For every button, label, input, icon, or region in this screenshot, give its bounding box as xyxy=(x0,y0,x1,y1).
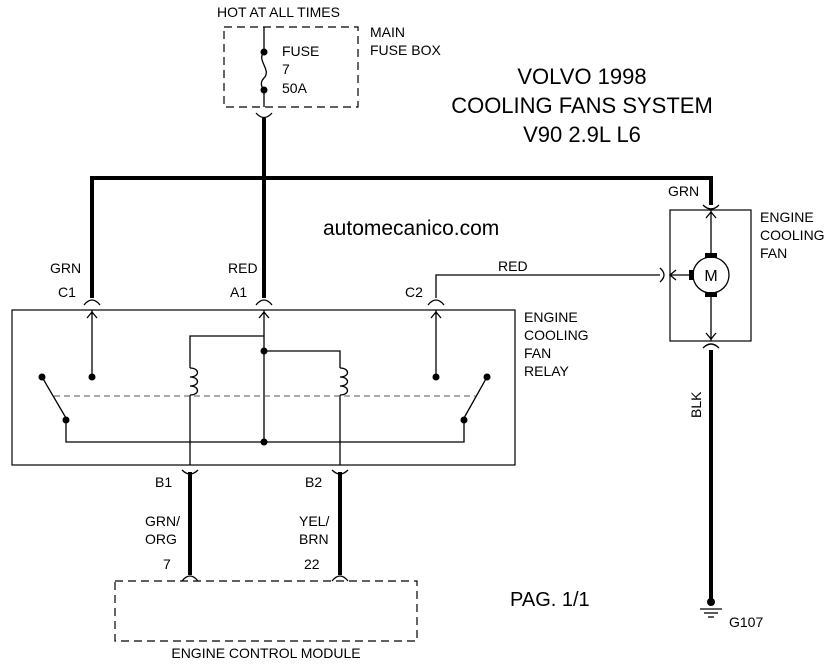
relay-pin-c2: C2 xyxy=(405,284,423,300)
ecm-pin-7: 7 xyxy=(163,556,171,572)
ecm-connector-22 xyxy=(331,575,349,582)
wire-label-b1-line2: ORG xyxy=(145,531,177,547)
title-line3: V90 2.9L L6 xyxy=(523,122,641,147)
fan-label-line1: ENGINE xyxy=(760,209,814,225)
wire-label-grn-c1: GRN xyxy=(50,260,81,276)
fuse-label: FUSE xyxy=(282,43,319,59)
ecm-label: ENGINE CONTROL MODULE xyxy=(171,645,360,661)
fan-internal xyxy=(659,204,720,349)
main-fuse-box-label-line1: MAIN xyxy=(370,24,405,40)
relay-pin-a1: A1 xyxy=(230,284,247,300)
wire-label-b2-line2: BRN xyxy=(299,531,329,547)
watermark-text: automecanico.com xyxy=(323,217,499,240)
wire-red-fuse-to-a1 xyxy=(255,112,273,298)
relay-label-line4: RELAY xyxy=(524,363,570,379)
wire-red-c2-to-fan xyxy=(435,274,660,298)
page-label: PAG. 1/1 xyxy=(510,589,590,611)
relay-label-line2: COOLING xyxy=(524,327,589,343)
ecm-connector-7 xyxy=(181,575,199,582)
relay-pin-c1: C1 xyxy=(58,284,76,300)
relay-connector-b1 xyxy=(181,469,199,475)
fan-motor-m: M xyxy=(704,268,717,285)
wire-label-b1-line1: GRN/ xyxy=(145,513,180,529)
wire-label-b2-line1: YEL/ xyxy=(299,513,329,529)
fuse-7-symbol xyxy=(260,27,268,107)
wire-label-red-a1: RED xyxy=(228,260,258,276)
relay-pin-b1: B1 xyxy=(155,474,172,490)
main-fuse-box-label-line2: FUSE BOX xyxy=(370,42,441,58)
relay-pin-b2: B2 xyxy=(305,474,322,490)
relay-connector-c2 xyxy=(427,299,445,306)
engine-control-module xyxy=(114,580,418,642)
ground-id: G107 xyxy=(729,614,763,630)
fan-label-line3: FAN xyxy=(760,245,787,261)
title-line1: VOLVO 1998 xyxy=(517,64,646,89)
wire-grn-top xyxy=(90,176,713,298)
fan-label-line2: COOLING xyxy=(760,227,825,243)
hot-at-all-times-label: HOT AT ALL TIMES xyxy=(217,4,340,20)
wire-label-red-c2: RED xyxy=(498,258,528,274)
relay-connector-a1 xyxy=(255,299,273,306)
relay-connector-b2 xyxy=(331,469,349,475)
wire-label-grn-top: GRN xyxy=(668,183,699,199)
fuse-rating: 50A xyxy=(282,80,308,96)
ecm-pin-22: 22 xyxy=(304,556,320,572)
fan-motor-symbol xyxy=(689,253,730,297)
relay-label-line3: FAN xyxy=(524,345,551,361)
ground-g107-symbol xyxy=(700,598,722,618)
title-line2: COOLING FANS SYSTEM xyxy=(451,93,713,118)
main-fuse-box xyxy=(223,26,359,108)
wire-label-blk: BLK xyxy=(688,391,704,418)
fuse-number: 7 xyxy=(282,61,290,77)
relay-connector-c1 xyxy=(83,299,101,306)
relay-label-line1: ENGINE xyxy=(524,309,578,325)
relay-internal-circuit xyxy=(38,310,491,465)
